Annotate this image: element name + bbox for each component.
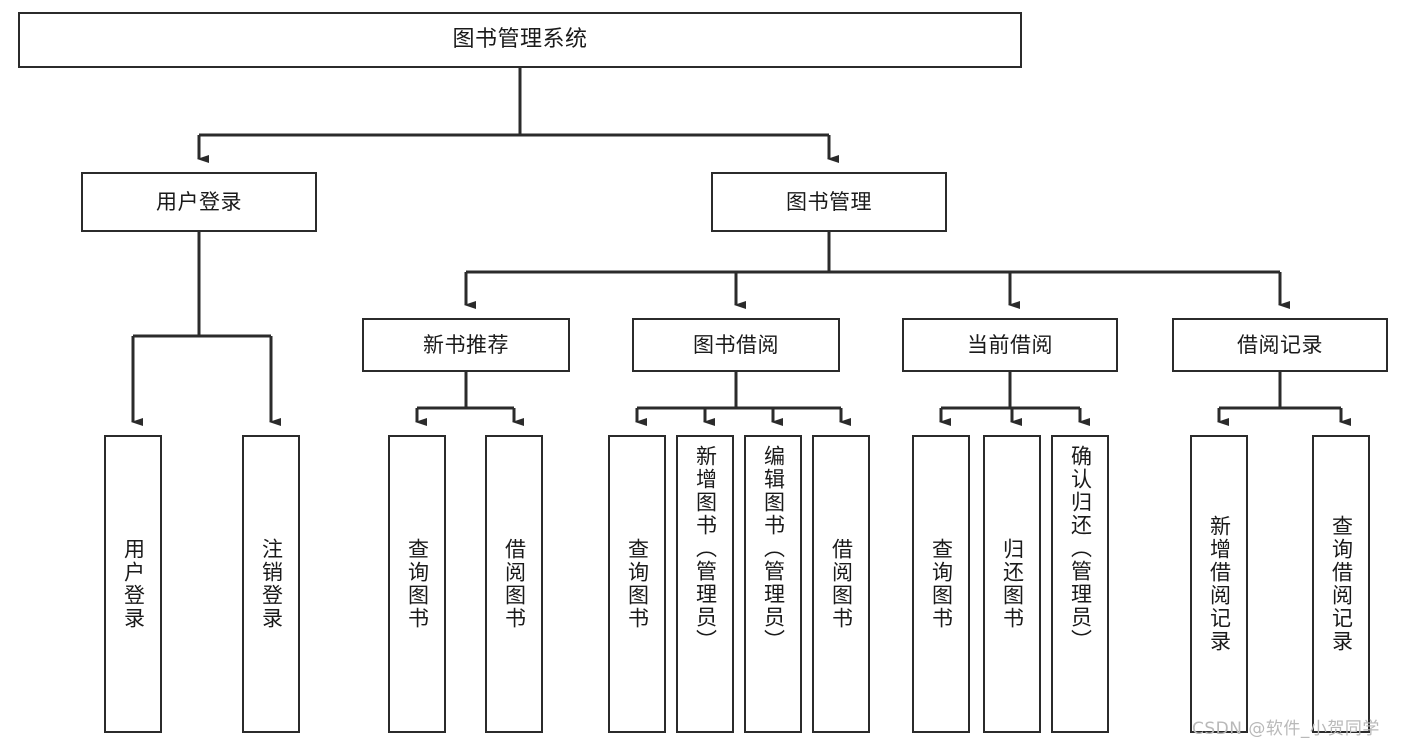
node-l1-0[interactable]: 用户登录	[81, 172, 317, 232]
node-label: 查询借阅记录	[1329, 515, 1354, 653]
node-label: 借阅图书	[502, 538, 527, 630]
node-leaf-8[interactable]: 查询图书	[912, 435, 970, 733]
node-leaf-1[interactable]: 注销登录	[242, 435, 300, 733]
node-l2-0[interactable]: 新书推荐	[362, 318, 570, 372]
node-label: 当前借阅	[967, 332, 1053, 357]
node-label: 图书借阅	[693, 332, 779, 357]
node-label: 图书管理	[786, 189, 872, 214]
node-leaf-5[interactable]: 新增图书（管理员）	[676, 435, 734, 733]
node-label: 新书推荐	[423, 332, 509, 357]
node-label: 借阅图书	[829, 538, 854, 630]
node-label: 确认归还（管理员）	[1068, 445, 1093, 652]
node-label: 注销登录	[259, 538, 284, 630]
node-label: 归还图书	[1000, 538, 1025, 630]
node-leaf-11[interactable]: 新增借阅记录	[1190, 435, 1248, 733]
node-label: 查询图书	[625, 538, 650, 630]
node-leaf-0[interactable]: 用户登录	[104, 435, 162, 733]
node-label: 图书管理系统	[452, 27, 588, 53]
node-leaf-9[interactable]: 归还图书	[983, 435, 1041, 733]
node-leaf-7[interactable]: 借阅图书	[812, 435, 870, 733]
node-label: 借阅记录	[1237, 332, 1323, 357]
node-label: 查询图书	[929, 538, 954, 630]
node-label: 用户登录	[156, 189, 242, 214]
node-l2-2[interactable]: 当前借阅	[902, 318, 1118, 372]
node-leaf-3[interactable]: 借阅图书	[485, 435, 543, 733]
node-root[interactable]: 图书管理系统	[18, 12, 1022, 68]
node-label: 用户登录	[121, 538, 146, 630]
node-l2-3[interactable]: 借阅记录	[1172, 318, 1388, 372]
node-leaf-12[interactable]: 查询借阅记录	[1312, 435, 1370, 733]
node-label: 编辑图书（管理员）	[761, 445, 786, 652]
node-label: 查询图书	[405, 538, 430, 630]
node-leaf-4[interactable]: 查询图书	[608, 435, 666, 733]
node-l2-1[interactable]: 图书借阅	[632, 318, 840, 372]
node-label: 新增借阅记录	[1207, 515, 1232, 653]
node-leaf-10[interactable]: 确认归还（管理员）	[1051, 435, 1109, 733]
watermark-text: CSDN @软件_小贺同学	[1192, 719, 1380, 739]
node-leaf-2[interactable]: 查询图书	[388, 435, 446, 733]
node-leaf-6[interactable]: 编辑图书（管理员）	[744, 435, 802, 733]
node-label: 新增图书（管理员）	[693, 445, 718, 652]
node-l1-1[interactable]: 图书管理	[711, 172, 947, 232]
